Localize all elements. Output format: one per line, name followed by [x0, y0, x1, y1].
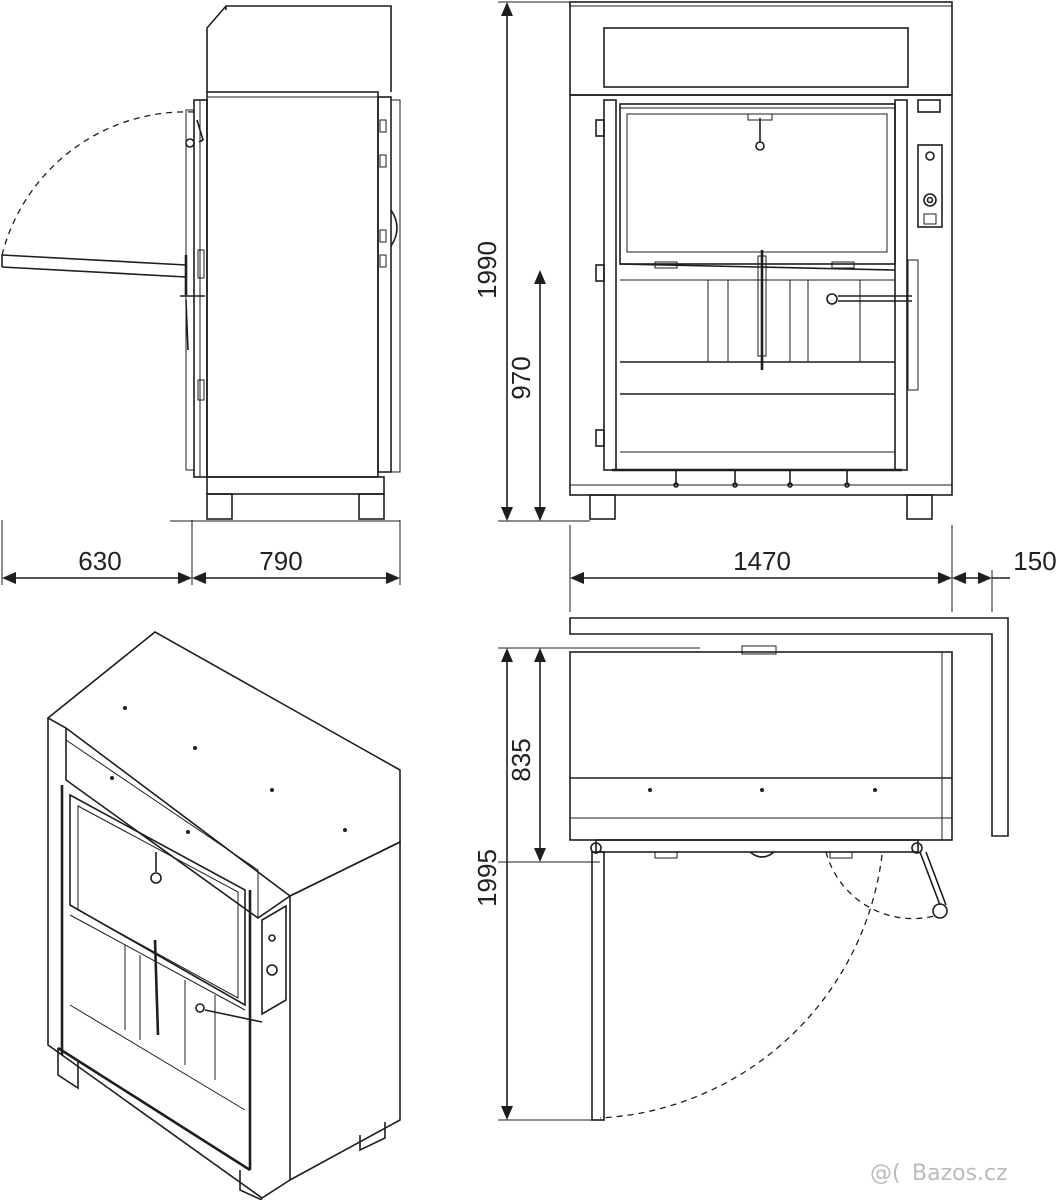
- front-view: [498, 1, 1010, 612]
- top-view: [498, 617, 1009, 1121]
- dimension-side-depth-door: 630: [78, 546, 121, 576]
- dimension-side-depth: 790: [259, 546, 302, 576]
- dimension-top-depth-door: 1995: [472, 849, 502, 907]
- watermark-text: Bazos.cz: [912, 1161, 1008, 1186]
- dimension-top-clearance: 150: [1013, 546, 1056, 576]
- side-view: [1, 5, 401, 585]
- dimension-top-depth: 835: [506, 738, 536, 781]
- watermark-logo: @(: [870, 1161, 901, 1186]
- dimension-front-height: 1990: [472, 241, 502, 299]
- dimension-top-width: 1470: [733, 546, 791, 576]
- dimension-front-sill-height: 970: [506, 356, 536, 399]
- isometric-view: [46, 631, 401, 1200]
